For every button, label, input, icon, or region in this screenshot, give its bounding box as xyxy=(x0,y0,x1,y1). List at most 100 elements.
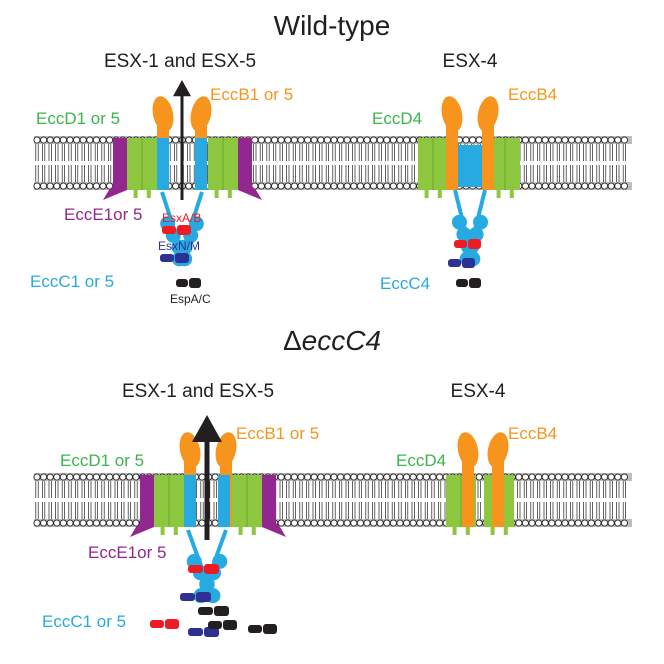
lipid-head xyxy=(521,182,529,190)
substrate-espAC-mut xyxy=(208,620,237,630)
lipid-tail xyxy=(411,144,415,161)
substrate-subunit xyxy=(162,226,176,234)
lipid-tail xyxy=(576,165,580,182)
lipid-tail xyxy=(48,165,52,182)
lipid-tail xyxy=(537,481,541,498)
lipid-tail xyxy=(405,481,409,498)
lipid-head xyxy=(587,473,595,481)
lipid-tail xyxy=(108,165,112,182)
lipid-tail xyxy=(530,481,534,498)
lipid-tail xyxy=(88,165,92,182)
lipid-head xyxy=(376,519,384,527)
eccC-domain xyxy=(199,576,215,592)
lipid-tail xyxy=(556,165,560,182)
label-eccB-left: EccB1 or 5 xyxy=(210,85,293,104)
lipid-tail xyxy=(332,502,336,519)
label-eccD-right-2: EccD4 xyxy=(396,451,446,470)
lipid-head xyxy=(99,182,107,190)
lipid-head xyxy=(620,473,628,481)
lipid-tail xyxy=(563,502,567,519)
lipid-head xyxy=(469,136,477,144)
substrate-subunit xyxy=(223,620,237,630)
lipid-head xyxy=(66,473,74,481)
lipid-head xyxy=(601,136,609,144)
lipid-head xyxy=(297,136,305,144)
eccB-right-wt xyxy=(477,96,499,190)
lipid-head xyxy=(59,182,67,190)
lipid-head xyxy=(46,519,54,527)
lipid-tail xyxy=(609,165,613,182)
substrate-espAC-wt xyxy=(176,278,201,288)
lipid-tail xyxy=(312,481,316,498)
lipid-head xyxy=(436,519,444,527)
lipid-tail xyxy=(253,165,257,182)
lipid-tail xyxy=(391,165,395,182)
lipid-tail xyxy=(609,144,613,161)
eccD-right-wt xyxy=(418,138,448,198)
lipid-tail xyxy=(517,502,521,519)
eccB-head xyxy=(477,96,499,132)
label-eccD-left-2: EccD1 or 5 xyxy=(60,451,144,470)
label-eccC-right: EccC4 xyxy=(380,274,430,293)
label-eccC-left: EccC1 or 5 xyxy=(30,272,114,291)
lipid-head xyxy=(422,473,430,481)
label-eccD-right: EccD4 xyxy=(372,109,422,128)
lipid-head xyxy=(40,182,48,190)
eccE-left-mut xyxy=(130,475,154,537)
lipid-tail xyxy=(616,481,620,498)
lipid-head xyxy=(317,519,325,527)
lipid-head xyxy=(561,136,569,144)
lipid-head xyxy=(257,136,265,144)
lipid-head xyxy=(528,519,536,527)
lipid-tail xyxy=(589,165,593,182)
lipid-tail xyxy=(622,165,626,182)
lipid-head xyxy=(568,519,576,527)
lipid-head xyxy=(528,136,536,144)
lipid-tail xyxy=(94,481,98,498)
lipid-head xyxy=(350,182,358,190)
lipid-tail xyxy=(563,165,567,182)
lipid-head xyxy=(620,136,628,144)
label-eccB-right-2: EccB4 xyxy=(508,424,557,443)
lipid-tail xyxy=(603,144,607,161)
eccE-left-wt xyxy=(238,138,262,200)
lipid-head xyxy=(594,473,602,481)
lipid-head xyxy=(92,473,100,481)
lipid-head xyxy=(66,182,74,190)
lipid-tail xyxy=(530,165,534,182)
lipid-tail xyxy=(48,481,52,498)
lipid-tail xyxy=(35,502,39,519)
label-eccB-left-2: EccB1 or 5 xyxy=(236,424,319,443)
eccD-foot xyxy=(173,527,178,535)
lipid-head xyxy=(528,182,536,190)
lipid-head xyxy=(304,519,312,527)
lipid-tail xyxy=(563,481,567,498)
lipid-head xyxy=(99,136,107,144)
eccD-left-wt xyxy=(208,138,238,198)
lipid-tail xyxy=(405,144,409,161)
lipid-head xyxy=(79,519,87,527)
lipid-tail xyxy=(332,165,336,182)
lipid-head xyxy=(548,519,556,527)
lipid-head xyxy=(132,473,140,481)
eccD-foot xyxy=(133,190,138,198)
lipid-tail xyxy=(372,481,376,498)
lipid-tail xyxy=(200,481,204,498)
lipid-head xyxy=(581,136,589,144)
lipid-head xyxy=(614,473,622,481)
lipid-head xyxy=(521,519,529,527)
eccC-domain xyxy=(473,214,489,230)
substrate-espAC-mut xyxy=(248,624,277,634)
lipid-tail xyxy=(174,165,178,182)
lipid-tail xyxy=(365,502,369,519)
lipid-head xyxy=(53,519,61,527)
substrate-subunit xyxy=(456,279,468,287)
lipid-tail xyxy=(101,144,105,161)
lipid-head xyxy=(554,182,562,190)
lipid-tail xyxy=(589,502,593,519)
lipid-head xyxy=(33,519,41,527)
lipid-tail xyxy=(603,165,607,182)
lipid-head xyxy=(370,136,378,144)
substrate-esxNM-mut xyxy=(188,627,219,637)
lipid-tail xyxy=(398,502,402,519)
